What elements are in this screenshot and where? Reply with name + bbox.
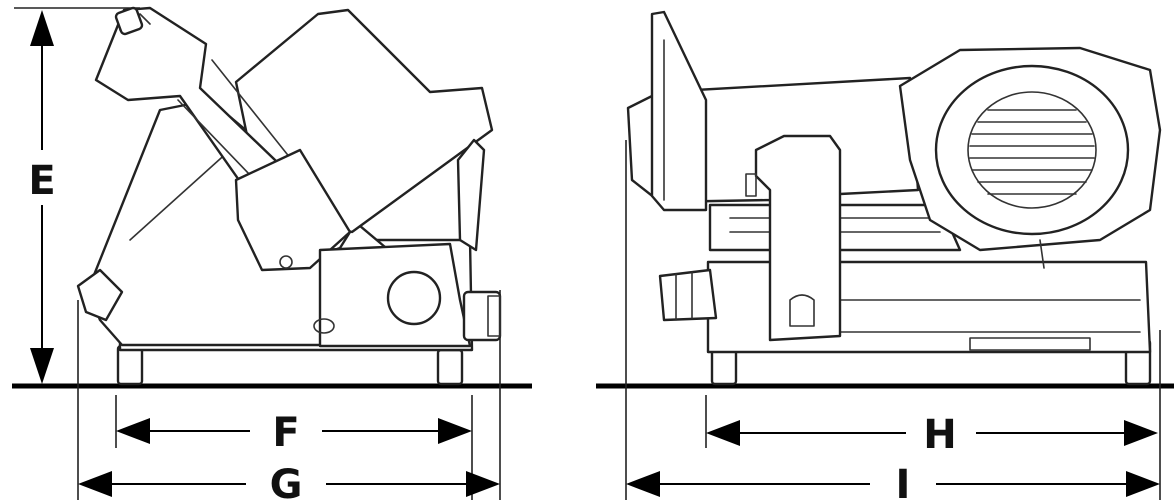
dimension-h: H <box>706 412 1158 458</box>
dimension-f-label: F <box>272 410 299 456</box>
dimension-g-arrow-left <box>78 471 112 497</box>
vent-grille <box>969 109 1095 195</box>
dimension-i-arrow-left <box>626 471 660 497</box>
dimension-g: G <box>78 462 500 502</box>
slicer-front-illustration <box>626 10 1162 386</box>
left-side-view: E F G <box>12 6 532 502</box>
dimension-f-arrow-left <box>116 418 150 444</box>
dimension-f-arrow-right <box>438 418 472 444</box>
dimension-e-arrow-bottom <box>30 348 54 384</box>
dimension-e: E <box>28 10 56 384</box>
dimension-h-label: H <box>923 412 956 458</box>
dimension-h-arrow-right <box>1124 420 1158 446</box>
dimension-h-arrow-left <box>706 420 740 446</box>
dimension-g-arrow-right <box>466 471 500 497</box>
dimension-e-label: E <box>28 158 55 204</box>
dimension-g-label: G <box>270 462 303 502</box>
slicer-side-illustration <box>76 6 502 386</box>
dimension-i-arrow-right <box>1126 471 1160 497</box>
dimension-e-arrow-top <box>30 10 54 46</box>
dimension-f: F <box>116 410 472 456</box>
dimension-i: I <box>626 462 1160 502</box>
right-front-view: H I <box>596 10 1174 502</box>
dimension-i-label: I <box>896 462 911 502</box>
